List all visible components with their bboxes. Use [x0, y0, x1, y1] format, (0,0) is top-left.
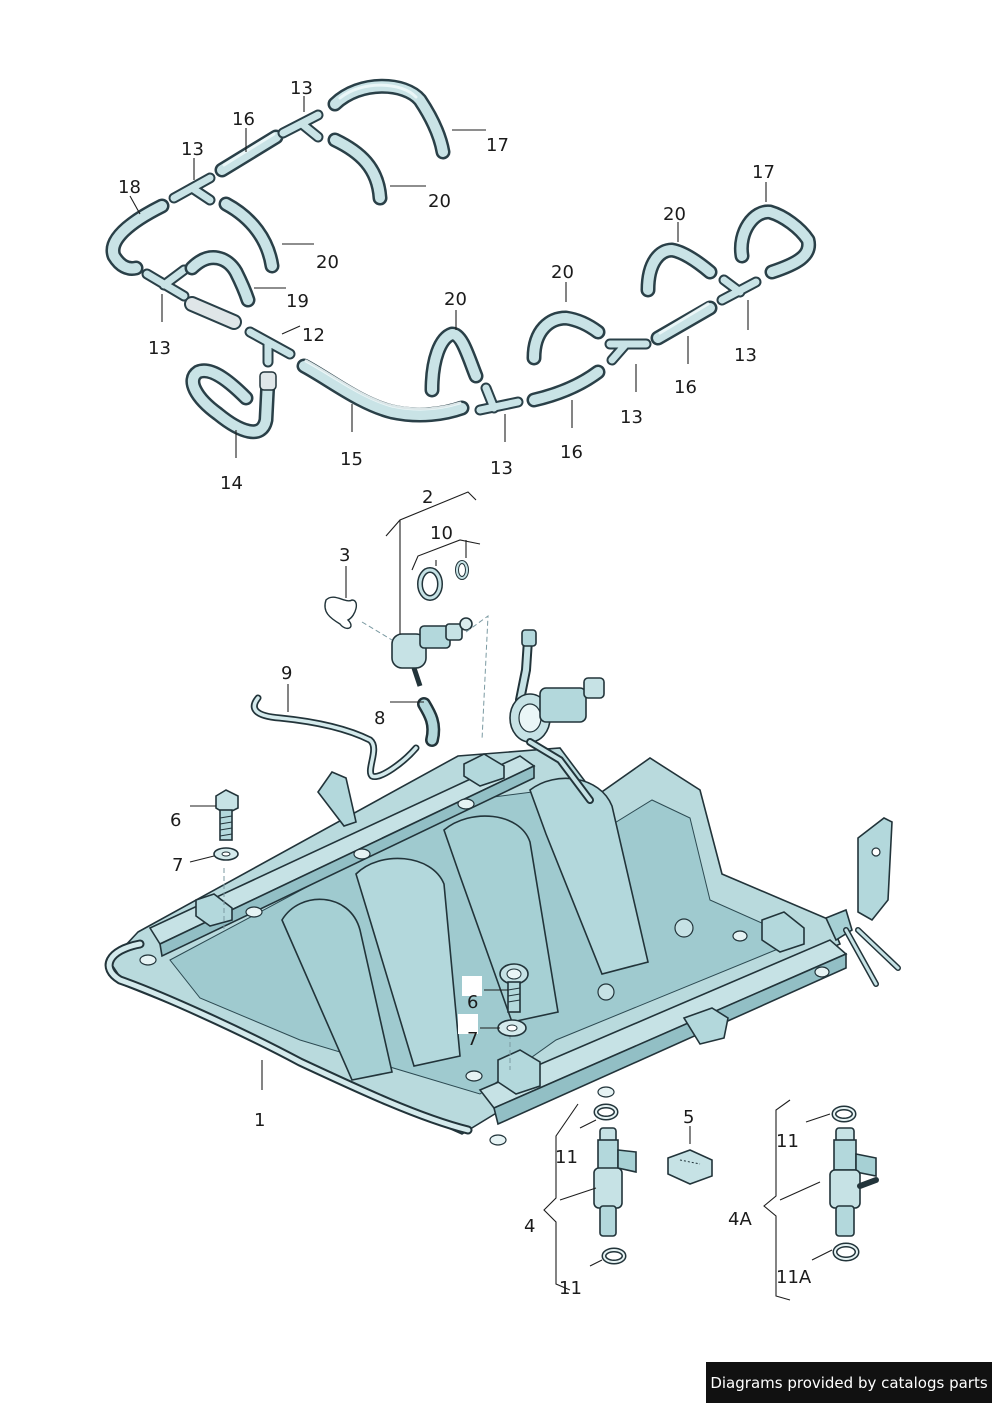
assembly-line: [223, 614, 511, 1070]
t-connector-13-c[interactable]: [141, 264, 190, 302]
callout-17-b: 17: [752, 162, 775, 183]
callout-5: 5: [683, 1107, 694, 1128]
bolt-6-left[interactable]: [215, 789, 239, 841]
vacuum-hose-group: [105, 78, 817, 440]
marker-square-7: [458, 1014, 478, 1034]
fuel-rail-fitting[interactable]: [509, 629, 605, 804]
callout-17-a: 17: [486, 135, 509, 156]
callout-8: 8: [374, 708, 385, 729]
t-connector-13-a[interactable]: [277, 109, 324, 143]
hose-8[interactable]: [417, 697, 441, 747]
intake-manifold[interactable]: [104, 747, 901, 1146]
callout-4A: 4A: [728, 1209, 752, 1230]
hose-part-16-c[interactable]: [650, 300, 718, 346]
leader-lines: [129, 96, 833, 1301]
callout-12: 12: [302, 325, 325, 346]
callout-7-b: 7: [467, 1029, 478, 1050]
callout-1: 1: [254, 1110, 265, 1131]
hose-part-20-d[interactable]: [526, 310, 606, 366]
hose-part-16-a[interactable]: [214, 129, 284, 178]
callout-20-c: 20: [444, 289, 467, 310]
pressure-regulator[interactable]: [391, 617, 473, 687]
callout-16-c: 16: [674, 377, 697, 398]
callout-15: 15: [340, 449, 363, 470]
marker-square-6: [462, 976, 482, 996]
callout-4: 4: [524, 1216, 535, 1237]
washer-7-center[interactable]: [497, 1019, 527, 1037]
t-connector-13-b[interactable]: [168, 172, 216, 206]
bolt-6-center[interactable]: [499, 963, 529, 1013]
manifold-runners: [281, 777, 649, 1081]
callout-13-d: 13: [490, 458, 513, 479]
injector-4A[interactable]: [829, 1127, 879, 1237]
clip-5[interactable]: [667, 1149, 713, 1185]
hose-part-20-c[interactable]: [424, 326, 484, 398]
t-connector-13-g[interactable]: [716, 274, 762, 306]
hose-part-15[interactable]: [296, 358, 470, 423]
t-connector-13-e[interactable]: [474, 382, 524, 416]
gasket-3[interactable]: [324, 596, 358, 630]
callout-20-b: 20: [316, 252, 339, 273]
callout-13-e: 13: [620, 407, 643, 428]
hose-part-20-a[interactable]: [327, 132, 388, 206]
callout-6-b: 6: [467, 992, 478, 1013]
credit-text: Diagrams provided by catalogs parts: [710, 1373, 988, 1392]
t-connector-12[interactable]: [244, 326, 296, 368]
callout-3: 3: [339, 545, 350, 566]
callout-16-b: 16: [560, 442, 583, 463]
callout-7-a: 7: [172, 855, 183, 876]
callout-13-f: 13: [734, 345, 757, 366]
o-ring-11-c[interactable]: [831, 1105, 857, 1123]
callout-2: 2: [422, 487, 433, 508]
callout-20-d: 20: [551, 262, 574, 283]
o-ring-11-b[interactable]: [601, 1247, 627, 1265]
hose-part-19[interactable]: [184, 250, 256, 308]
hose-part-18[interactable]: [105, 198, 170, 276]
callout-18: 18: [118, 177, 141, 198]
hose-part-14[interactable]: [185, 363, 277, 440]
washer-7-left[interactable]: [213, 847, 239, 861]
callout-11A: 11A: [776, 1267, 812, 1288]
callout-14: 14: [220, 473, 243, 494]
callout-6-a: 6: [170, 810, 181, 831]
callout-19: 19: [286, 291, 309, 312]
hose-part-20-b[interactable]: [218, 196, 280, 274]
vacuum-line-9[interactable]: [250, 694, 420, 780]
t-connector-13-f[interactable]: [604, 338, 652, 366]
hose-part-17-right[interactable]: [733, 204, 817, 280]
o-ring-10-large[interactable]: [417, 567, 443, 601]
callout-10: 10: [430, 523, 453, 544]
hose-sleeve[interactable]: [184, 296, 242, 330]
o-ring-10-small[interactable]: [455, 560, 469, 580]
callout-11-a: 11: [555, 1147, 578, 1168]
callout-16-a: 16: [232, 109, 255, 130]
callout-13-c: 13: [148, 338, 171, 359]
hose-part-17-left[interactable]: [327, 78, 451, 160]
callout-20-e: 20: [663, 204, 686, 225]
callout-11-c: 11: [776, 1131, 799, 1152]
injector-4[interactable]: [593, 1127, 637, 1237]
callout-labels: 13 16 17 13 20 18 20 19 13 12 14 15 20 1…: [118, 78, 812, 1299]
credit-banner: Diagrams provided by catalogs parts: [706, 1362, 992, 1403]
callout-20-a: 20: [428, 191, 451, 212]
callout-9: 9: [281, 663, 292, 684]
callout-11-b: 11: [559, 1278, 582, 1299]
o-ring-11-a[interactable]: [593, 1103, 619, 1121]
callout-13-b: 13: [181, 139, 204, 160]
hose-part-20-e[interactable]: [640, 242, 718, 298]
o-ring-11A[interactable]: [832, 1242, 860, 1262]
hose-part-16-b[interactable]: [526, 364, 606, 408]
callout-13-a: 13: [290, 78, 313, 99]
